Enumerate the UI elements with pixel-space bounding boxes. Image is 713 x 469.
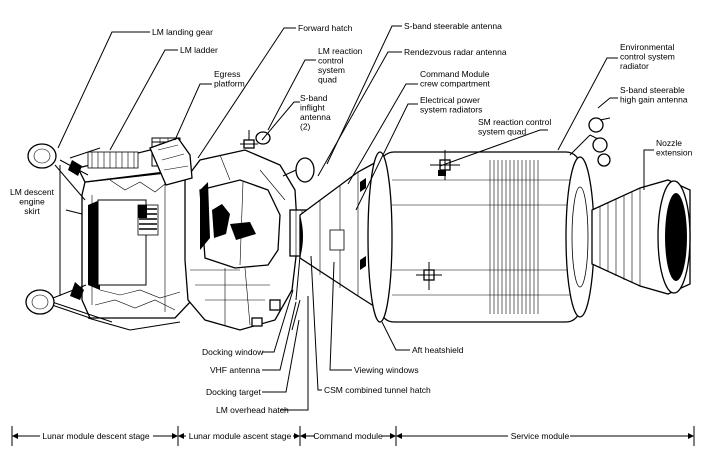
- stage-dimension-bar: Lunar module descent stage Lunar module …: [11, 426, 695, 446]
- label-docking-window: Docking window: [202, 347, 264, 357]
- label-forward-hatch: Forward hatch: [298, 23, 353, 33]
- sps-engine-nozzle: [591, 179, 691, 295]
- label-viewing-windows: Viewing windows: [354, 365, 419, 375]
- label-lm-landing-gear: LM landing gear: [152, 27, 213, 37]
- label-rendezvous-radar-antenna: Rendezvous radar antenna: [404, 47, 507, 57]
- stage-label-service: Service module: [511, 431, 570, 441]
- stage-label-descent: Lunar module descent stage: [42, 431, 150, 441]
- footpad-upper: [27, 143, 57, 169]
- label-vhf-antenna: VHF antenna: [210, 365, 260, 375]
- label-csm-tunnel-hatch: CSM combined tunnel hatch: [324, 385, 431, 395]
- lm-descent-stage: [25, 137, 193, 331]
- label-s-band-steerable-antenna: S-band steerable antenna: [404, 21, 502, 31]
- lm-rcs-quad-icon: [240, 130, 281, 327]
- egress-platform: [149, 137, 193, 186]
- label-aft-heatshield: Aft heatshield: [412, 345, 464, 355]
- stage-label-ascent: Lunar module ascent stage: [189, 431, 292, 441]
- service-module: [367, 117, 691, 323]
- eps-radiator-panels: [489, 160, 539, 314]
- label-lm-ladder: LM ladder: [180, 45, 218, 55]
- footpad-lower: [25, 289, 55, 315]
- lm-ascent-stage: [149, 130, 315, 331]
- label-docking-target: Docking target: [206, 387, 261, 397]
- leader-lines: [57, 25, 654, 411]
- stage-label-command: Command module: [313, 431, 383, 441]
- high-gain-antenna: [569, 117, 611, 167]
- sm-rcs-quad-icon: [416, 150, 460, 290]
- label-lm-overhead-hatch: LM overhead hatch: [216, 405, 289, 415]
